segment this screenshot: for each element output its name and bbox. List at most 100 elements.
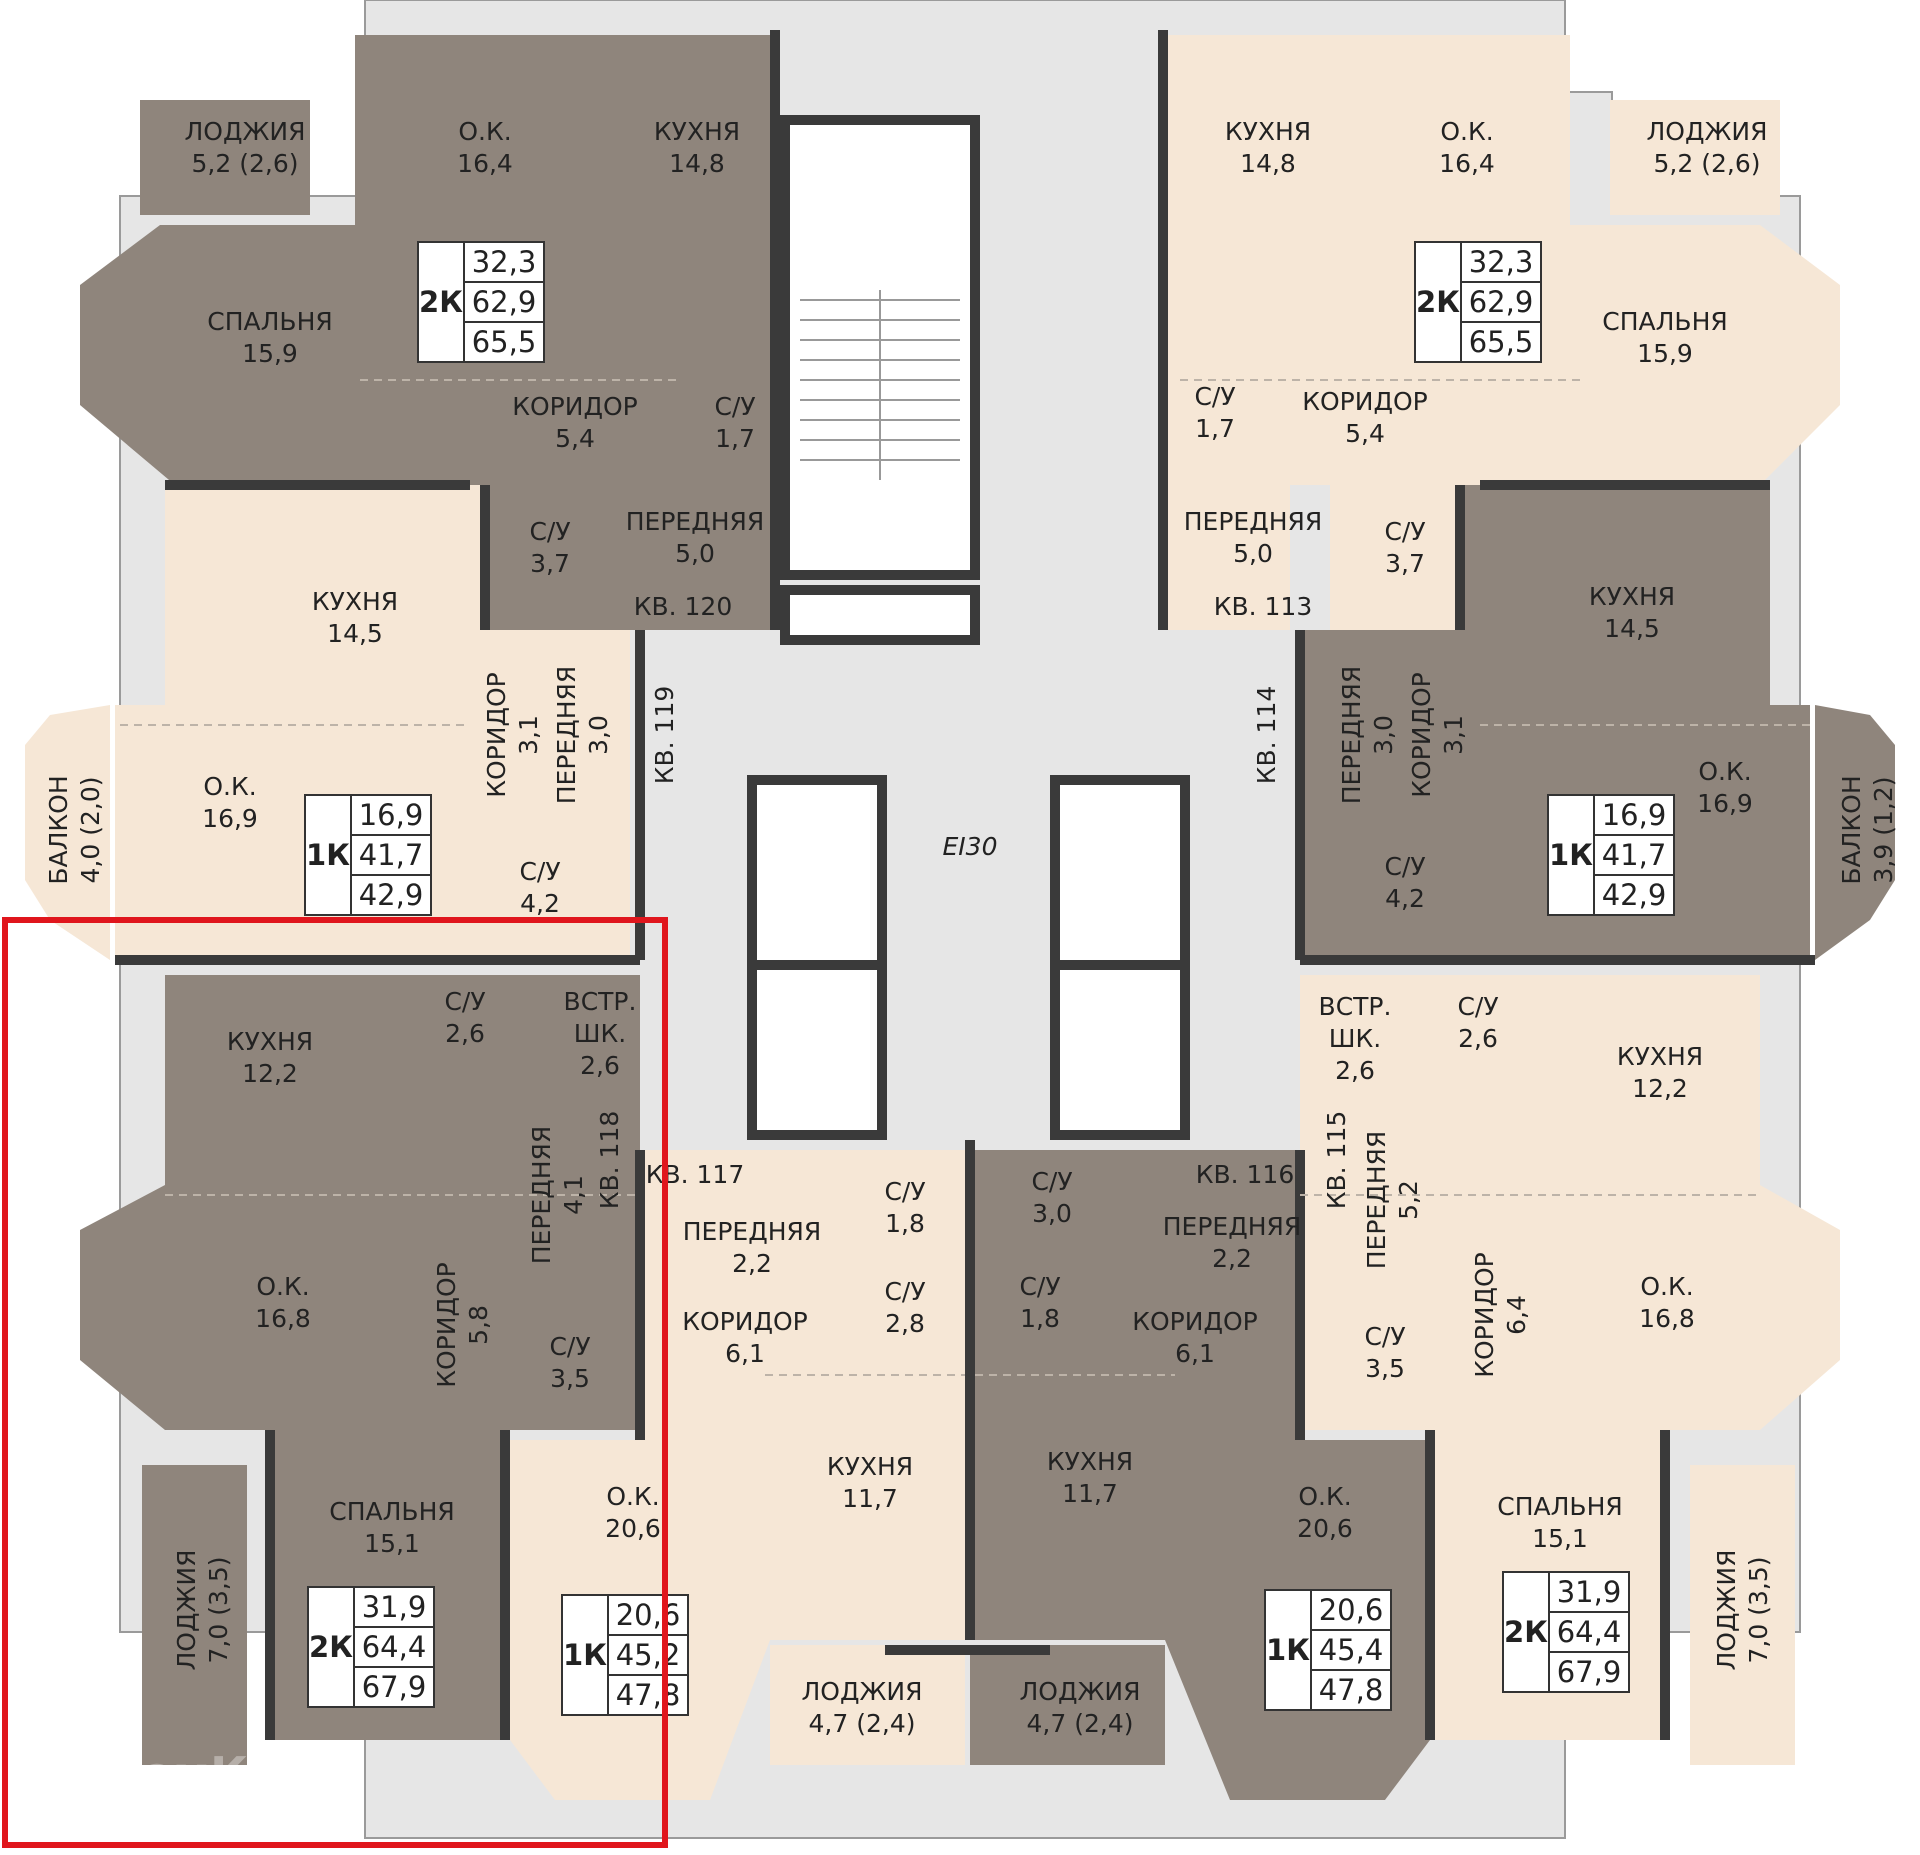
apt-114-balcony bbox=[1815, 705, 1895, 960]
apt-area-kv115-2: 67,9 bbox=[1557, 1655, 1622, 1689]
apt-114-area bbox=[1290, 485, 1810, 955]
room-label-bl-closet: ВСТР.ШК.2,6 bbox=[564, 987, 637, 1080]
apt-area-kv114-2: 42,9 bbox=[1602, 878, 1667, 912]
apt-area-kv116-1: 45,4 bbox=[1319, 1633, 1384, 1667]
apt-area-kv114-0: 16,9 bbox=[1602, 798, 1667, 832]
apt-type-kv113: 2К bbox=[1416, 285, 1460, 319]
room-label-tr-ok: О.К.16,4 bbox=[1439, 117, 1495, 178]
apt-area-kv113-2: 65,5 bbox=[1469, 325, 1534, 359]
watermark: ДомКлик bbox=[100, 1747, 345, 1801]
apt-type-kv115: 2К bbox=[1504, 1615, 1548, 1649]
apt-area-kv116-0: 20,6 bbox=[1319, 1593, 1384, 1627]
room-label-br-closet: ВСТР.ШК.2,6 bbox=[1319, 992, 1392, 1085]
room-label-mr-ok: О.К.16,9 bbox=[1697, 757, 1753, 818]
room-label-bc2-ok: О.К.20,6 bbox=[1297, 1482, 1353, 1543]
apt-area-kv119-1: 41,7 bbox=[359, 838, 424, 872]
apt-type-kv117: 1К bbox=[563, 1638, 607, 1672]
apt-area-kv115-1: 64,4 bbox=[1557, 1615, 1622, 1649]
apt-area-kv118-0: 31,9 bbox=[362, 1590, 427, 1624]
apt-label-120: КВ. 120 bbox=[634, 592, 733, 621]
apt-area-kv114-1: 41,7 bbox=[1602, 838, 1667, 872]
apt-label-113: КВ. 113 bbox=[1214, 592, 1313, 621]
apt-label-116: КВ. 116 bbox=[1196, 1160, 1295, 1189]
apt-116-loggia bbox=[970, 1645, 1165, 1765]
apt-type-kv118: 2К bbox=[309, 1630, 353, 1664]
apt-label-118: КВ. 118 bbox=[595, 1111, 624, 1210]
apt-118-loggia bbox=[142, 1465, 247, 1765]
highlight-frame bbox=[2, 917, 668, 1848]
apt-119-balcony bbox=[25, 705, 110, 960]
apt-120-bath-strip bbox=[485, 480, 610, 630]
apt-area-kv120-0: 32,3 bbox=[472, 245, 537, 279]
apt-area-kv113-0: 32,3 bbox=[1469, 245, 1534, 279]
room-label-br-ok: О.К.16,8 bbox=[1639, 1272, 1695, 1333]
apt-label-114: КВ. 114 bbox=[1252, 686, 1281, 785]
apt-area-kv118-1: 64,4 bbox=[362, 1630, 427, 1664]
apt-label-115: КВ. 115 bbox=[1322, 1111, 1351, 1210]
apt-label-119: КВ. 119 bbox=[650, 686, 679, 785]
fire-rating-label: EI30 bbox=[943, 832, 998, 861]
apt-type-kv116: 1К bbox=[1266, 1633, 1310, 1667]
apt-area-kv119-0: 16,9 bbox=[359, 798, 424, 832]
apt-113-bath-strip bbox=[1330, 480, 1465, 630]
apt-120-loggia bbox=[140, 100, 310, 215]
apt-119-area bbox=[115, 485, 630, 955]
apt-area-kv116-2: 47,8 bbox=[1319, 1673, 1384, 1707]
apt-type-kv120: 2К bbox=[419, 285, 463, 319]
apartment-info-boxes: 2К32,362,965,52К32,362,965,51К16,941,742… bbox=[304, 241, 1675, 1716]
walls bbox=[115, 30, 1815, 1740]
stairs bbox=[800, 290, 960, 480]
room-label-tl-ok: О.К.16,4 bbox=[457, 117, 513, 178]
apt-area-kv117-0: 20,6 bbox=[616, 1598, 681, 1632]
apt-area-kv120-1: 62,9 bbox=[472, 285, 537, 319]
apt-113-loggia bbox=[1610, 100, 1780, 215]
